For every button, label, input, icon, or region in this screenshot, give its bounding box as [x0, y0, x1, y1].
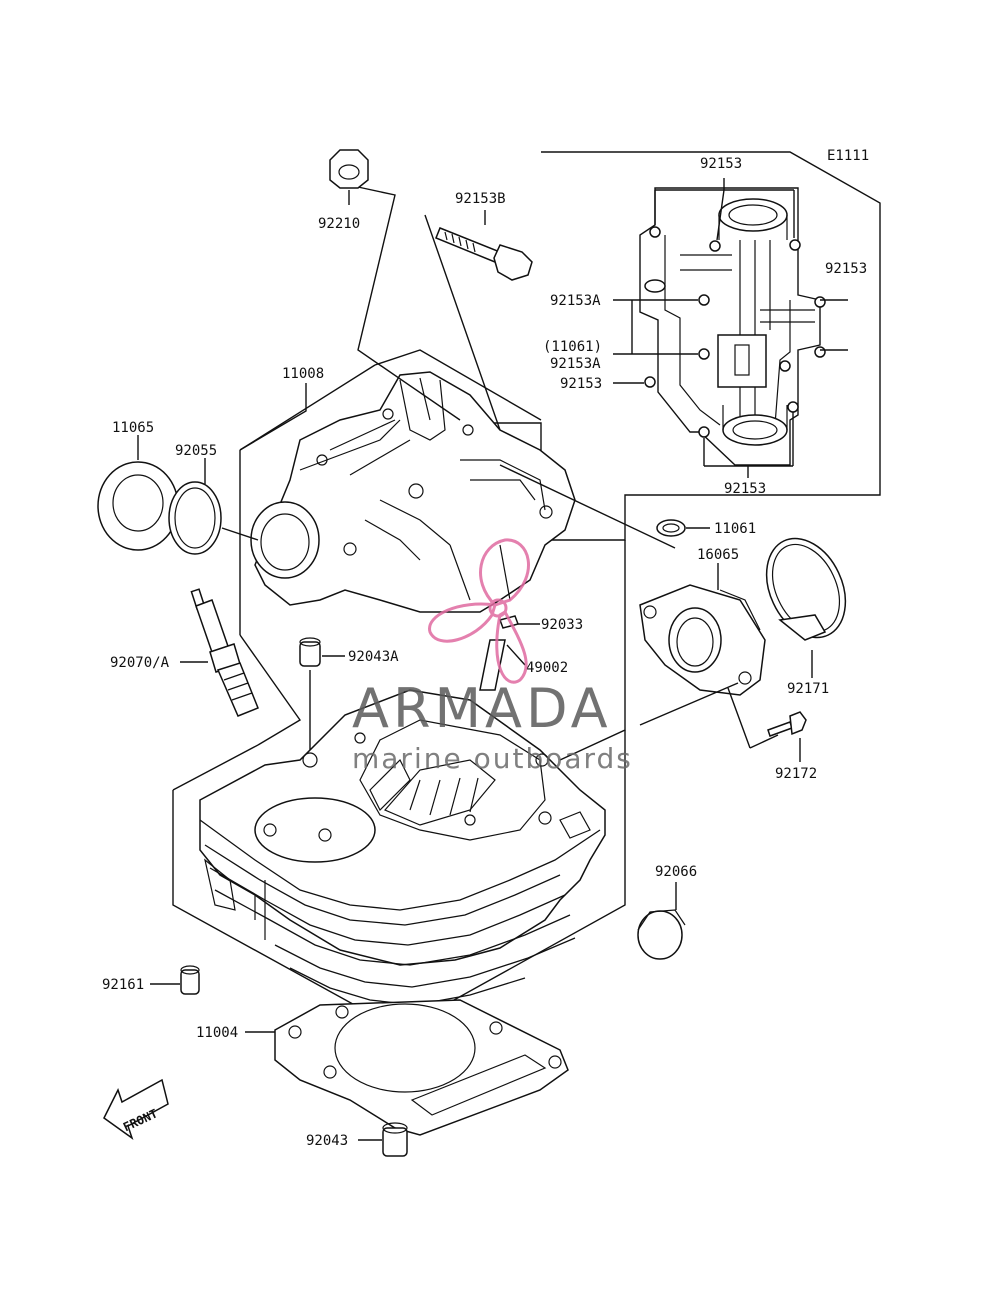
label-11008: 11008: [282, 366, 324, 382]
label-92033: 92033: [541, 617, 583, 633]
nut-92210: [329, 149, 369, 205]
dowel-92043: [358, 1122, 408, 1157]
seal-11065: [97, 435, 179, 551]
label-92153-left: 92153: [560, 376, 602, 392]
label-92153b: 92153B: [455, 191, 506, 207]
watermark: ARMADA marine outboards: [352, 538, 633, 775]
propeller-logo-icon: [428, 538, 530, 684]
part-49002: [479, 639, 526, 691]
watermark-brand: ARMADA: [352, 677, 612, 740]
o-ring-92055: [168, 458, 259, 555]
label-92153a-2: 92153A: [550, 356, 601, 372]
bolt-92153b: [435, 210, 533, 281]
dowel-92043a: [299, 637, 345, 760]
dowel-92161: [150, 965, 200, 995]
label-92066: 92066: [655, 864, 697, 880]
label-92043a: 92043A: [348, 649, 399, 665]
label-92172: 92172: [775, 766, 817, 782]
label-92210: 92210: [318, 216, 360, 232]
cylinder-head-11008: [239, 186, 676, 746]
label-92153-right: 92153: [825, 261, 867, 277]
gasket-11004: [245, 999, 569, 1136]
label-92153-top: 92153: [700, 156, 742, 172]
watermark-tagline: marine outboards: [352, 742, 633, 775]
label-11065: 11065: [112, 420, 154, 436]
front-arrow: FRONT: [103, 1078, 169, 1140]
spark-plug-92070a: [180, 588, 259, 717]
label-11061: 11061: [714, 521, 756, 537]
label-92171: 92171: [787, 681, 829, 697]
cap-92066: [637, 882, 686, 960]
label-11061-paren: (11061): [543, 339, 602, 355]
label-92161: 92161: [102, 977, 144, 993]
label-49002: 49002: [526, 660, 568, 676]
label-92153a-1: 92153A: [550, 293, 601, 309]
cylinder-block: [172, 689, 626, 1031]
label-92043: 92043: [306, 1133, 348, 1149]
label-16065: 16065: [697, 547, 739, 563]
label-92153-bottom: 92153: [724, 481, 766, 497]
intake-pipe-16065: [639, 563, 766, 726]
diagram-code: E1111: [827, 148, 869, 164]
valve-cover-detail: [458, 151, 881, 541]
label-92055: 92055: [175, 443, 217, 459]
clip-92033: [499, 615, 540, 629]
label-11004: 11004: [196, 1025, 238, 1041]
clamp-92171: [765, 537, 847, 678]
label-92070a: 92070/A: [110, 655, 170, 671]
screw-92172: [727, 687, 807, 762]
